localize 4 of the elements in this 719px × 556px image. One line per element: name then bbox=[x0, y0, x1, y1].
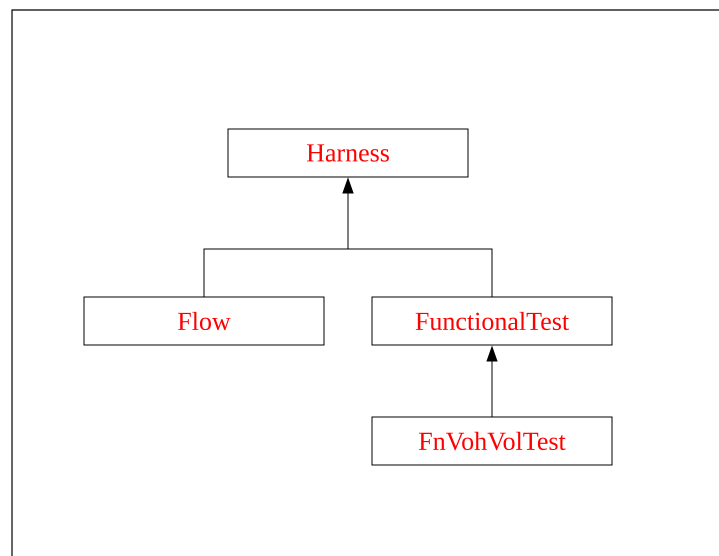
class-box: FnVohVolTest bbox=[372, 416, 612, 466]
class-box: FunctionalTest bbox=[372, 296, 612, 346]
class-box: Flow bbox=[84, 296, 324, 346]
class-box: Harness bbox=[228, 128, 468, 178]
